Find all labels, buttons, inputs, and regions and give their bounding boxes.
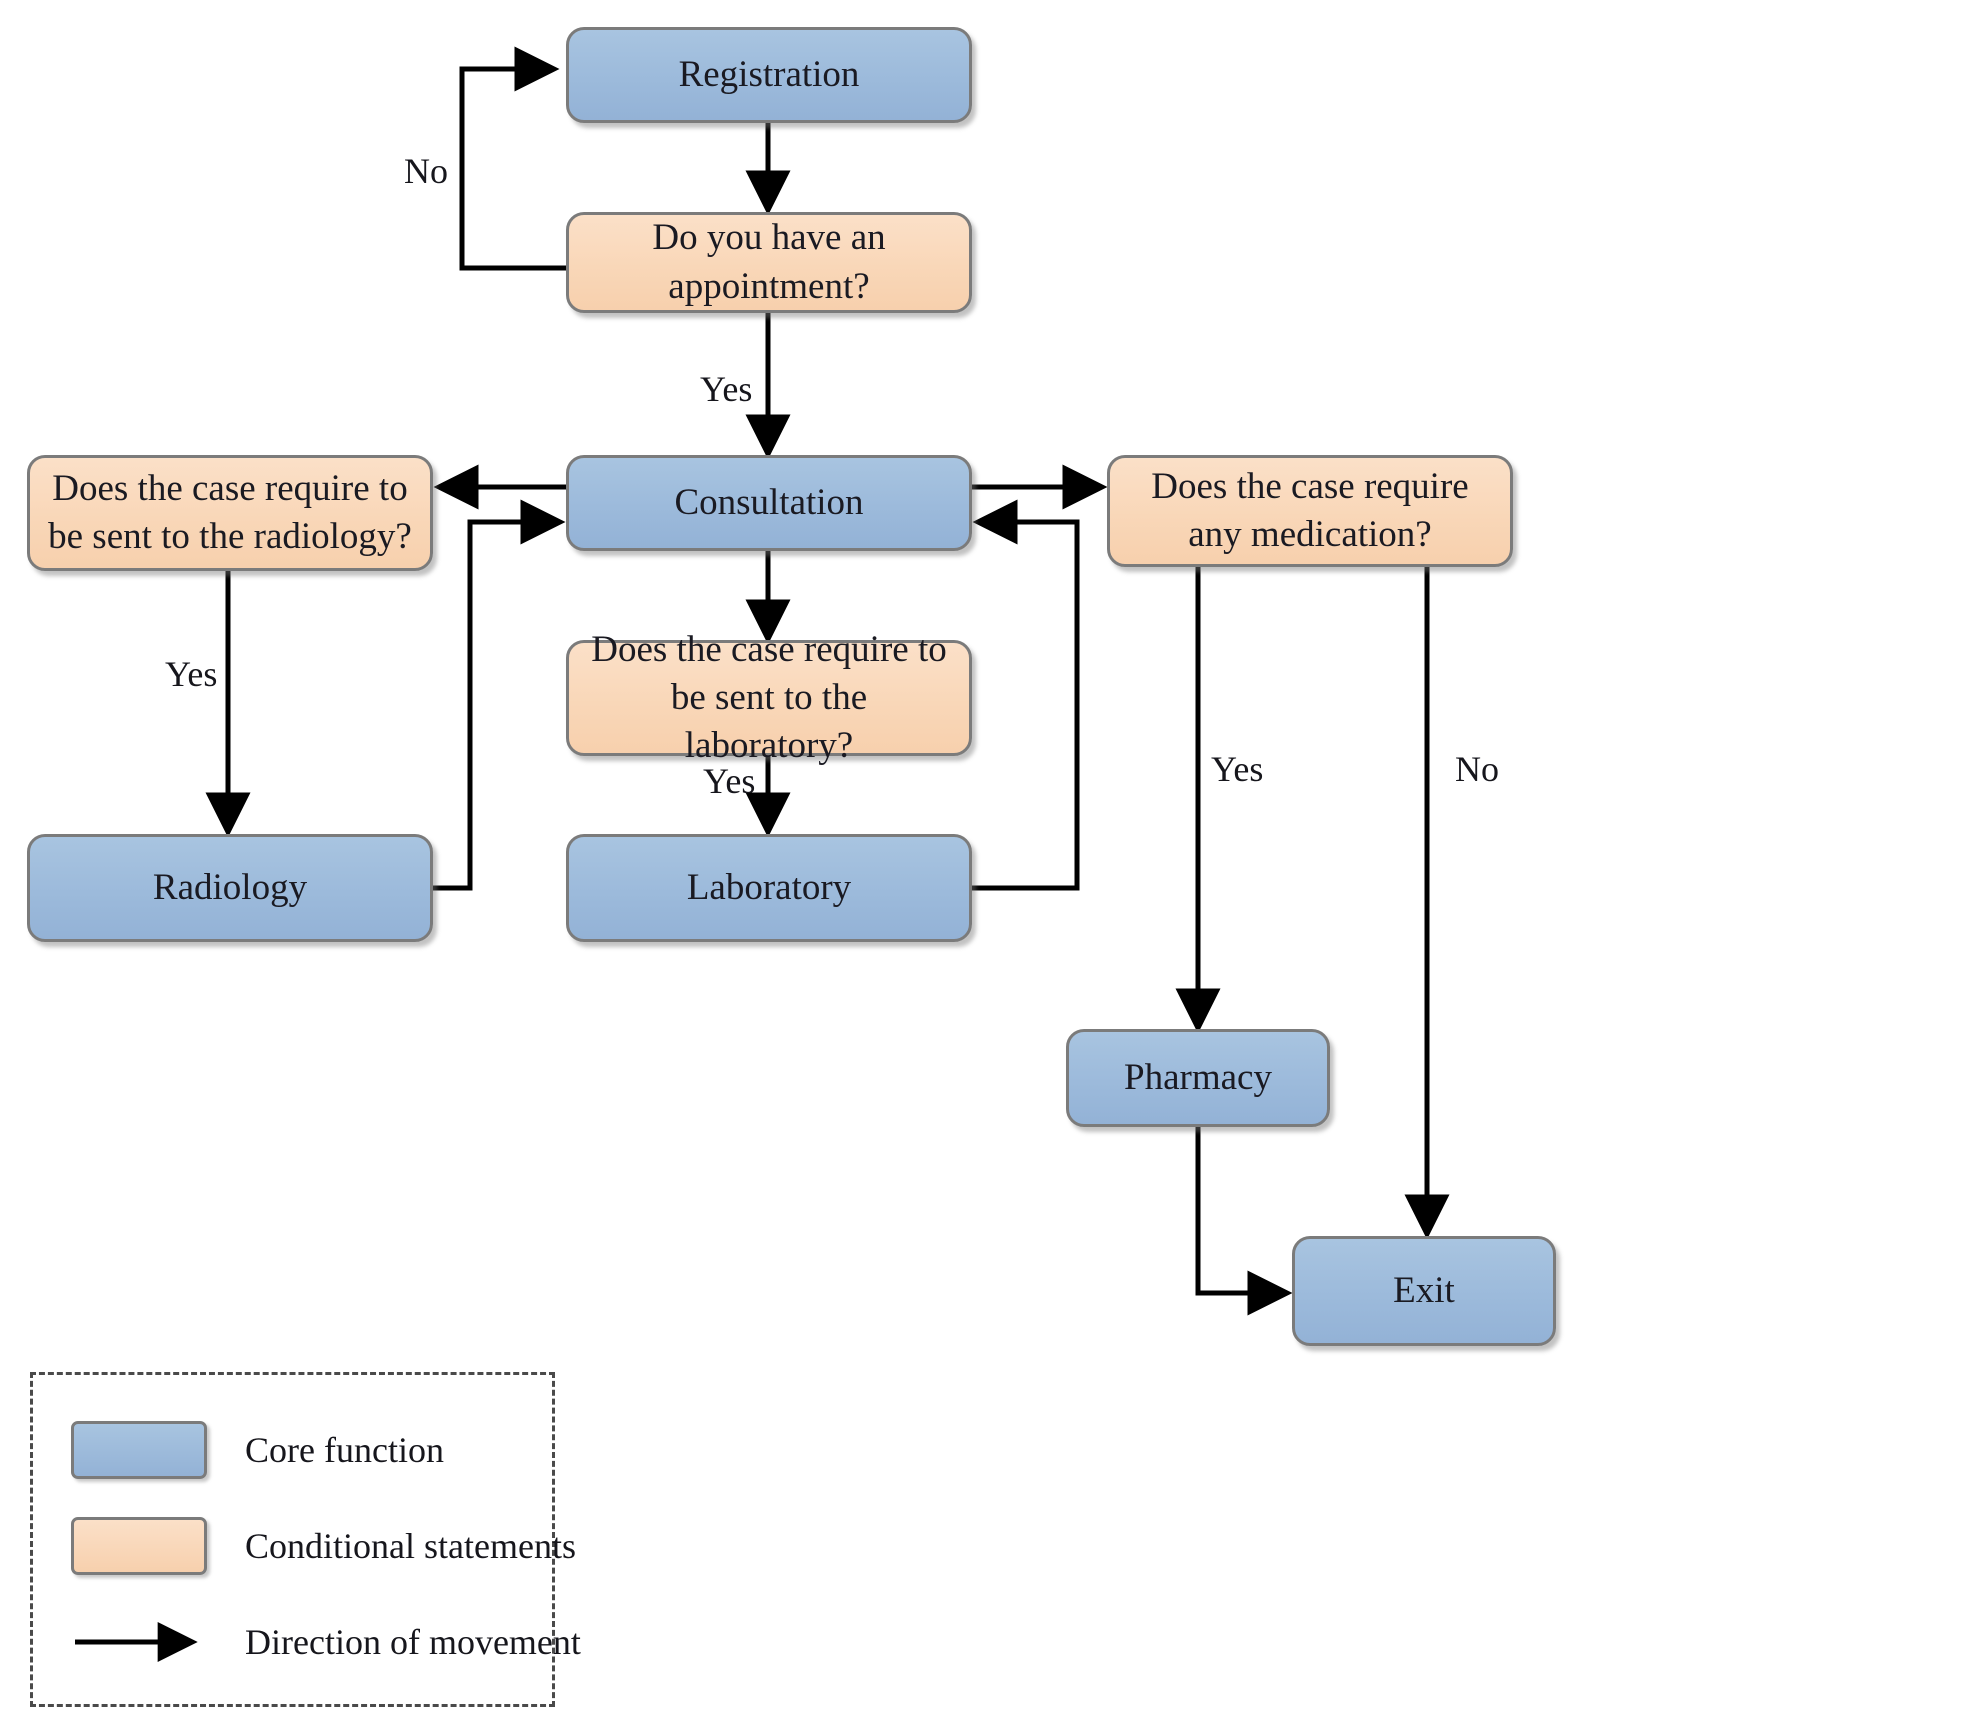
- node-radiology[interactable]: Radiology: [27, 834, 433, 942]
- node-medication-question[interactable]: Does the case require any medication?: [1107, 455, 1513, 567]
- node-medication-question-label: Does the case require any medication?: [1151, 465, 1469, 555]
- node-pharmacy-label: Pharmacy: [1124, 1056, 1272, 1098]
- edge-pharmacy-to-exit: [1195, 1125, 1293, 1316]
- legend-item-conditional-statements-label: Conditional statements: [245, 1526, 576, 1566]
- arrow-swatch: [71, 1613, 207, 1671]
- node-registration[interactable]: Registration: [566, 27, 972, 123]
- node-laboratory-question-label: Does the case require to be sent to the …: [591, 628, 947, 767]
- node-consultation[interactable]: Consultation: [566, 455, 972, 551]
- node-has-appointment-label: Do you have an appointment?: [652, 217, 886, 307]
- legend-item-direction-of-movement-label: Direction of movement: [245, 1622, 581, 1662]
- node-radiology-question-label: Does the case require to be sent to the …: [48, 467, 412, 557]
- edge-laboratory-to-consultation: [972, 499, 1080, 891]
- legend: Core function Conditional statements Dir…: [30, 1372, 581, 1707]
- node-radiology-label: Radiology: [152, 866, 308, 908]
- edge-label-no-exit: No: [1455, 749, 1499, 789]
- node-laboratory[interactable]: Laboratory: [566, 834, 972, 942]
- core-swatch: [71, 1421, 207, 1479]
- node-pharmacy[interactable]: Pharmacy: [1066, 1029, 1330, 1127]
- node-radiology-question[interactable]: Does the case require to be sent to the …: [27, 455, 433, 571]
- legend-item-conditional-statements: Conditional statements: [33, 1515, 576, 1577]
- legend-item-direction-of-movement: Direction of movement: [33, 1611, 581, 1673]
- edge-appointment-no-to-registration: [459, 46, 568, 271]
- node-laboratory-question[interactable]: Does the case require to be sent to the …: [566, 629, 972, 766]
- edge-label-no-registration: No: [404, 151, 448, 191]
- node-registration-label: Registration: [678, 53, 860, 95]
- node-consultation-label: Consultation: [674, 481, 864, 523]
- edge-label-yes-consultation: Yes: [700, 369, 753, 409]
- node-exit[interactable]: Exit: [1292, 1236, 1556, 1346]
- legend-item-core-function-label: Core function: [245, 1430, 444, 1470]
- node-has-appointment[interactable]: Do you have an appointment?: [566, 212, 972, 313]
- node-exit-label: Exit: [1393, 1269, 1455, 1311]
- node-laboratory-label: Laboratory: [686, 866, 852, 908]
- cond-swatch: [71, 1517, 207, 1575]
- edge-label-yes-laboratory: Yes: [703, 761, 756, 801]
- edge-label-yes-pharmacy: Yes: [1211, 749, 1264, 789]
- edge-radiology-to-consultation: [425, 499, 566, 891]
- legend-item-core-function: Core function: [33, 1419, 552, 1481]
- edge-label-yes-radiology: Yes: [165, 654, 218, 694]
